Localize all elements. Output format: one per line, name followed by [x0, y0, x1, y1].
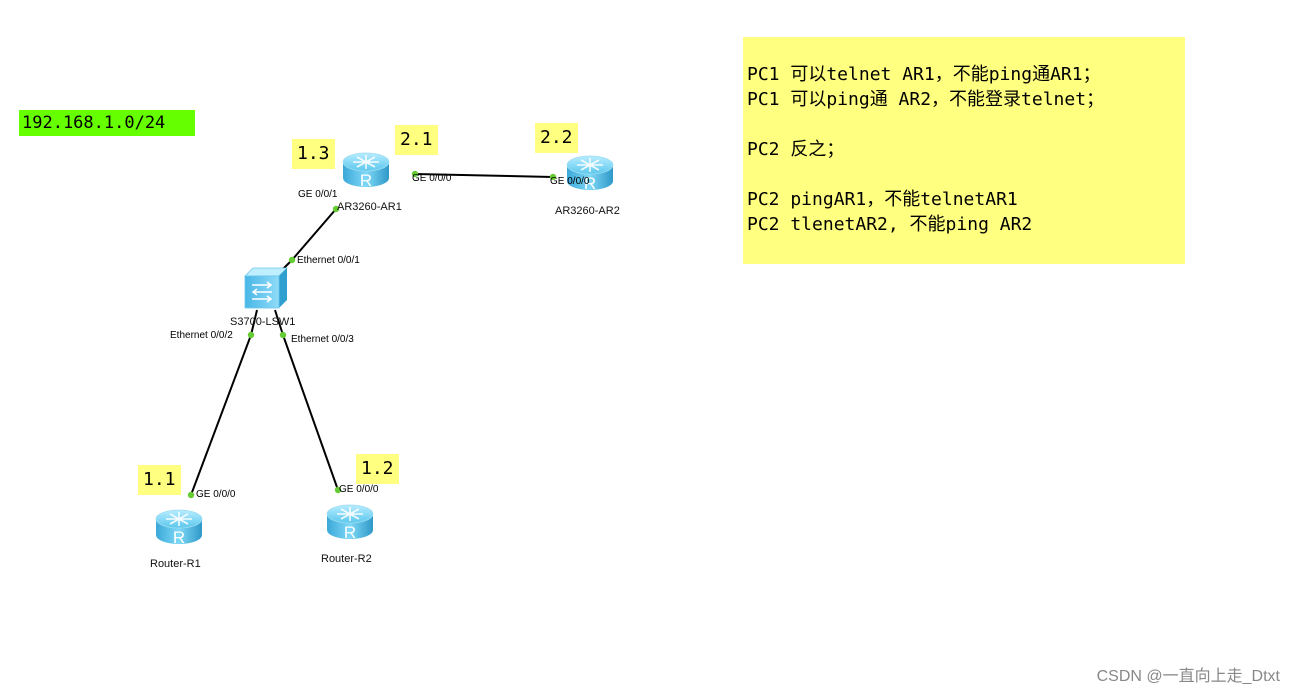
note-line: PC2 反之； — [747, 139, 845, 160]
port-dot-r1-ge000[interactable] — [187, 491, 195, 499]
svg-text:R: R — [344, 523, 356, 542]
link-ar1-lsw1 — [291, 208, 337, 261]
subnet-label: 192.168.1.0/24 — [19, 110, 195, 136]
link-lsw1-r1-upper — [250, 309, 258, 336]
note-line: PC1 可以ping通 AR2，不能登录telnet； — [747, 89, 1105, 110]
port-dots — [187, 170, 557, 499]
switch-lsw1-icon[interactable] — [244, 267, 288, 309]
requirements-note: PC1 可以telnet AR1，不能ping通AR1； PC1 可以ping通… — [743, 37, 1185, 264]
svg-text:R: R — [584, 174, 596, 193]
device-name-ar2: AR3260-AR2 — [555, 205, 620, 217]
ip-tag-r1: 1.1 — [138, 465, 181, 495]
link-lsw1-r2 — [282, 334, 339, 491]
port-label-lsw1-e002: Ethernet 0/0/2 — [170, 330, 233, 341]
note-line: PC2 pingAR1，不能telnetAR1 — [747, 189, 1018, 210]
link-lsw1-r1 — [190, 334, 252, 496]
svg-text:R: R — [360, 171, 372, 190]
port-dot-ar2-ge000[interactable] — [549, 173, 557, 181]
link-lsw1-r2-upper — [274, 309, 284, 336]
port-dot-lsw1-e002[interactable] — [247, 331, 255, 339]
port-label-r2-ge000: GE 0/0/0 — [339, 484, 379, 495]
port-label-r1-ge000: GE 0/0/0 — [196, 489, 236, 500]
port-label-ar1-ge001: GE 0/0/1 — [298, 189, 338, 200]
device-name-r2: Router-R2 — [321, 553, 372, 565]
port-dot-ar1-ge001[interactable] — [332, 205, 340, 213]
note-line — [747, 112, 1185, 137]
port-label-lsw1-e001: Ethernet 0/0/1 — [297, 255, 360, 266]
device-name-r1: Router-R1 — [150, 558, 201, 570]
link-ar1-ar2 — [414, 173, 554, 178]
watermark: CSDN @一直向上走_Dtxt — [1096, 668, 1280, 685]
router-r1-icon[interactable]: R — [155, 509, 203, 547]
ip-tag-link-ar1-ar2: 2.1 — [395, 125, 438, 155]
port-dot-lsw1-e001[interactable] — [288, 256, 296, 264]
router-ar2-icon[interactable]: R — [566, 155, 614, 193]
ip-tag-ar1: 1.3 — [292, 139, 335, 169]
svg-text:R: R — [173, 528, 185, 547]
port-label-ar2-ge000: GE 0/0/0 — [550, 176, 590, 187]
router-r2-icon[interactable]: R — [326, 504, 374, 542]
device-name-lsw1: S3700-LSW1 — [230, 316, 296, 328]
note-line: PC1 可以telnet AR1，不能ping通AR1； — [747, 64, 1101, 85]
note-line: PC2 tlenetAR2, 不能ping AR2 — [747, 214, 1033, 235]
device-name-ar1: AR3260-AR1 — [337, 201, 402, 213]
note-line — [747, 162, 1185, 187]
port-dot-lsw1-e003[interactable] — [279, 331, 287, 339]
port-label-lsw1-e003: Ethernet 0/0/3 — [291, 334, 354, 345]
ip-tag-r2: 1.2 — [356, 454, 399, 484]
ip-tag-ar2: 2.2 — [535, 123, 578, 153]
port-dot-r2-ge000[interactable] — [334, 486, 342, 494]
port-dot-ar1-ge000[interactable] — [411, 170, 419, 178]
port-label-ar1-ge000: GE 0/0/0 — [412, 173, 452, 184]
router-ar1-icon[interactable]: R — [342, 152, 390, 190]
